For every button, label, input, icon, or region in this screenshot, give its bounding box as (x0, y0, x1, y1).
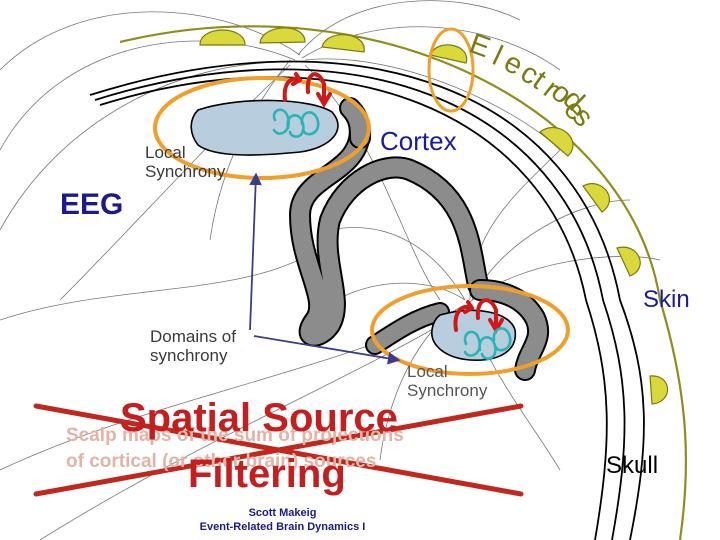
teal-current-loop-icon (272, 108, 320, 138)
electrode (616, 246, 641, 277)
electrode (199, 29, 246, 46)
focus-ellipse-2 (370, 284, 570, 376)
local-patch-2 (431, 309, 517, 361)
electrode (539, 126, 574, 157)
teal-current-loop-icon (463, 327, 512, 360)
local-synchrony-label-1: Local Synchrony (145, 143, 226, 181)
cortex-label: Cortex (380, 126, 457, 156)
electrode (429, 44, 468, 64)
focus-ellipse-1 (153, 76, 371, 180)
filtering-title: Filtering (188, 452, 346, 496)
synchrony-arrows (249, 172, 401, 365)
skull-label: Skull (606, 452, 659, 479)
scalp-maps-caption: Scalp maps of the sum of projections of … (66, 425, 404, 472)
electrode (321, 34, 365, 53)
credit-talk: Event-Related Brain Dynamics I (199, 521, 366, 533)
domains-of-synchrony-label: Domains of synchrony (150, 327, 236, 365)
credit-author: Scott Makeig (248, 507, 317, 519)
cross-out (33, 403, 524, 497)
eeg-label: EEG (60, 188, 124, 221)
electrode (259, 27, 306, 44)
red-dipole-arrow-icon (282, 72, 332, 108)
spatial-source-title: Spatial Source (120, 396, 398, 440)
skin-label: Skin (643, 286, 690, 313)
electrode (582, 183, 610, 213)
skin-line (119, 25, 688, 540)
cortex (289, 97, 550, 381)
local-synchrony-label-2: Local Synchrony (407, 362, 488, 400)
focus-ellipse-electrode (427, 27, 475, 113)
electrodes (199, 27, 669, 405)
electrode (649, 375, 669, 405)
